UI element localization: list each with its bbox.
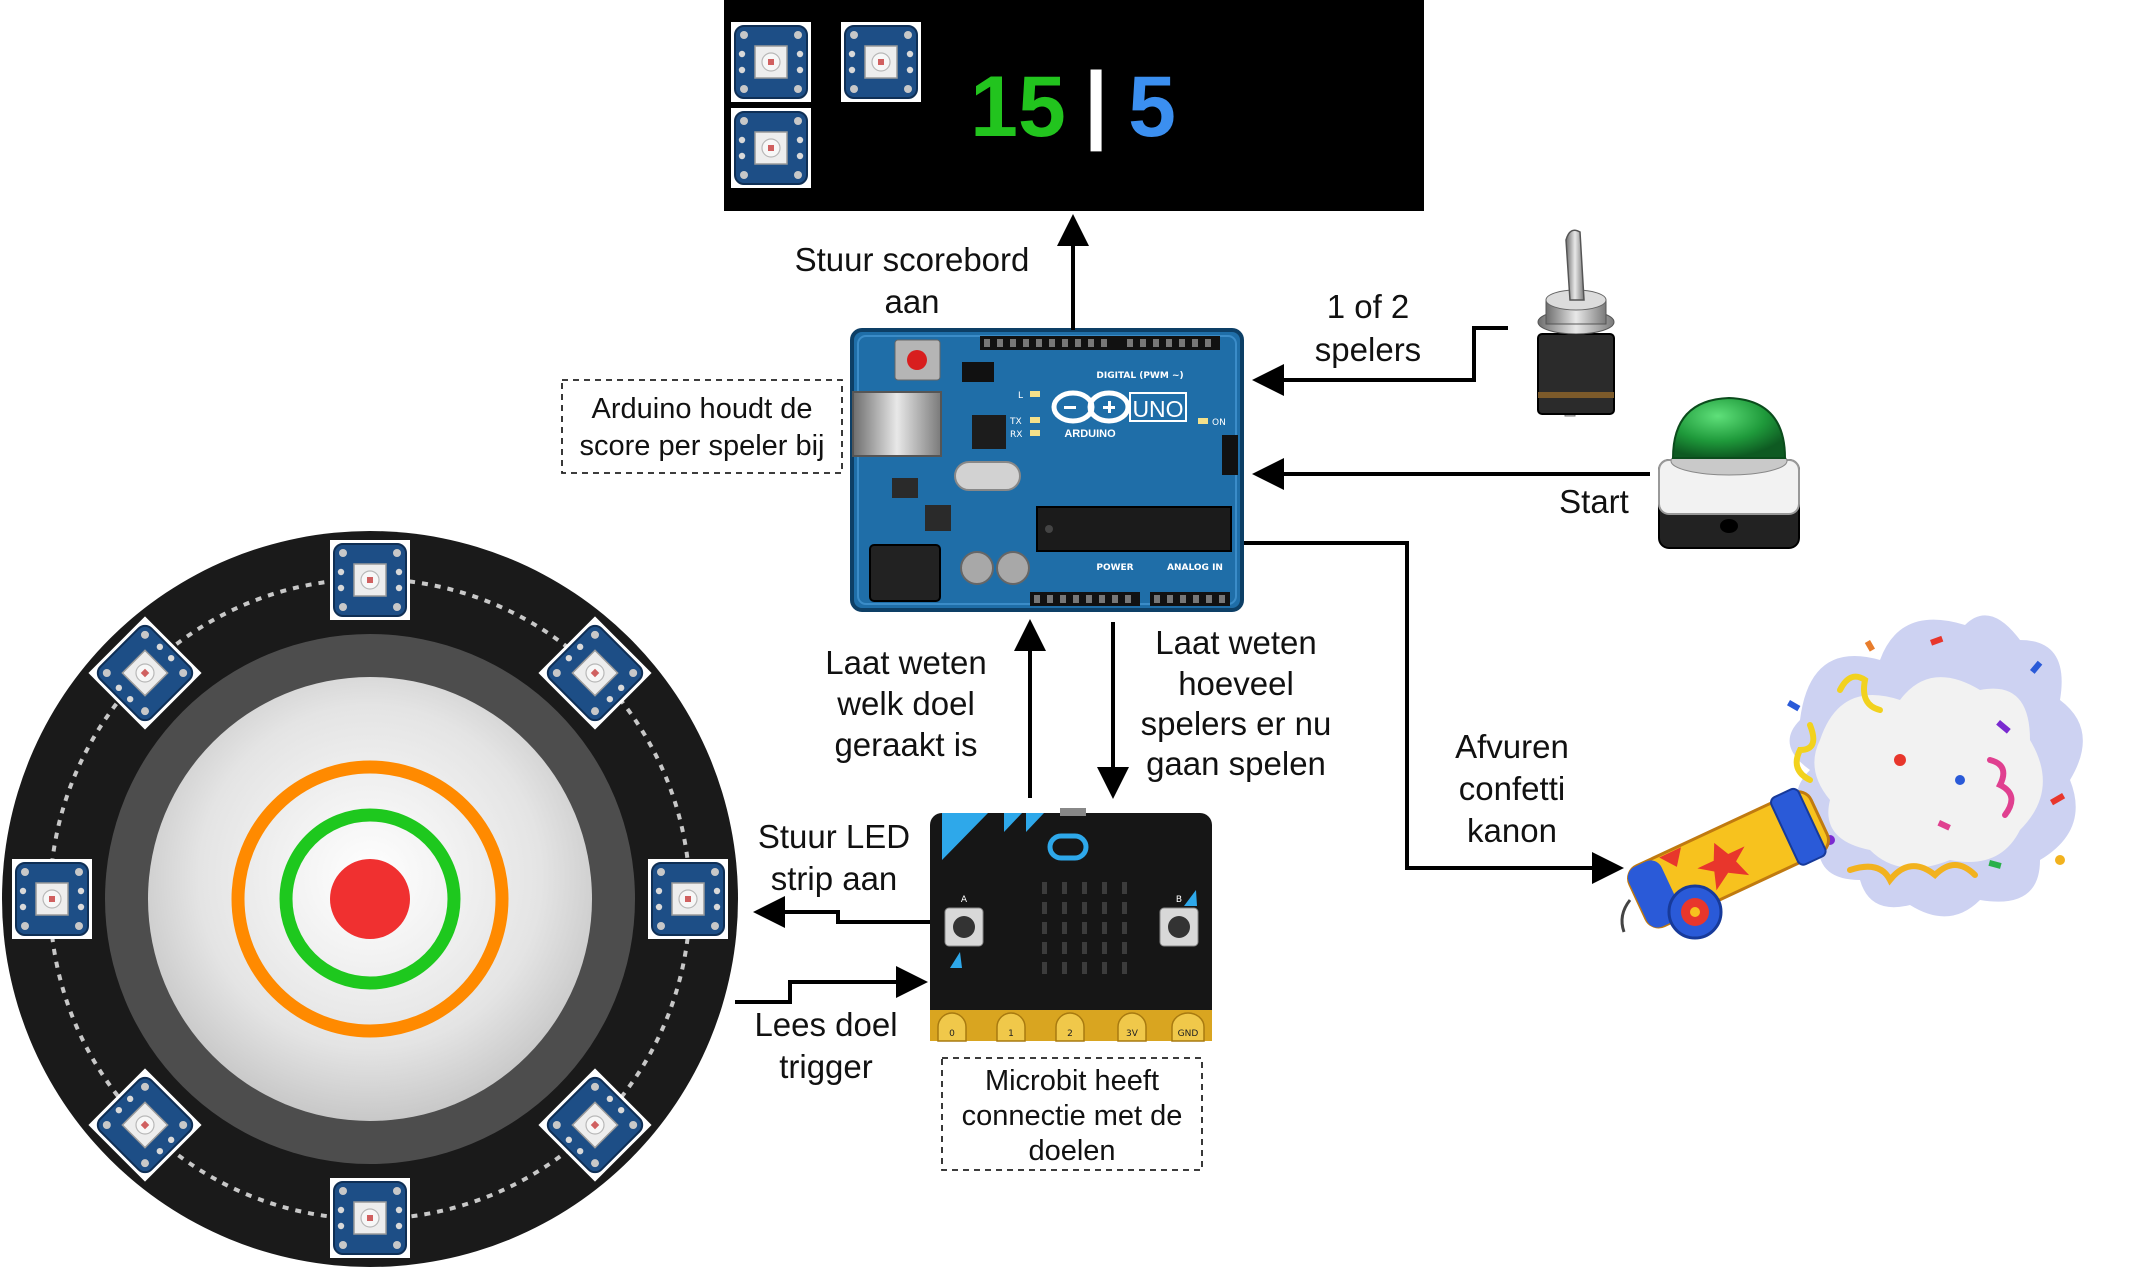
arrow-target-to-microbit	[735, 982, 922, 1002]
arrow-microbit-to-ledstrip	[759, 912, 936, 922]
usb-connector	[853, 392, 941, 456]
pin-1-label: 1	[1008, 1029, 1014, 1039]
reset-button	[907, 350, 927, 370]
led-module-icon	[330, 1178, 410, 1258]
label-players-line2: spelers	[1315, 331, 1421, 368]
pin-2-label: 2	[1067, 1029, 1073, 1039]
label-led-line1: Stuur LED	[758, 818, 910, 855]
confetti-cannon-icon	[1622, 615, 2083, 938]
button-a-label: A	[961, 895, 968, 905]
label-players-line1: 1 of 2	[1327, 288, 1410, 325]
label-trigger-line2: trigger	[779, 1048, 873, 1085]
label-trigger-line1: Lees doel	[754, 1006, 897, 1043]
scoreboard-panel	[724, 0, 1424, 211]
button-b	[1160, 908, 1198, 946]
power-header-label: POWER	[1096, 563, 1133, 573]
led-module-icon	[731, 108, 811, 188]
arduino-brand: ARDUINO	[1064, 428, 1116, 440]
led-rx-label: RX	[1010, 430, 1022, 440]
scoreboard: 15 | 5	[724, 0, 1424, 211]
label-confetti-line2: confetti	[1459, 770, 1565, 807]
button-a	[945, 908, 983, 946]
led-module-icon	[841, 22, 921, 102]
label-start: Start	[1559, 483, 1629, 520]
score-player1: 15	[970, 59, 1066, 155]
target-bullseye	[330, 859, 410, 939]
led-module-icon	[731, 22, 811, 102]
led-module-icon	[648, 859, 728, 939]
label-hit-line3: geraakt is	[834, 726, 977, 763]
target	[2, 531, 738, 1267]
score-player2: 5	[1128, 59, 1176, 155]
digital-header-label: DIGITAL (PWM ~)	[1096, 371, 1183, 381]
label-hit-line2: welk doel	[836, 685, 975, 722]
analog-header	[1150, 592, 1230, 606]
button-b-label: B	[1176, 895, 1182, 905]
label-confetti-line1: Afvuren	[1455, 728, 1569, 765]
label-count-line3: spelers er nu	[1141, 705, 1332, 742]
led-module-icon	[12, 859, 92, 939]
microbit-board: A B 0 1 2 3V GND	[930, 808, 1212, 1041]
led-tx-label: TX	[1009, 417, 1022, 427]
green-push-button-icon	[1659, 398, 1799, 548]
label-scoreboard-line2: aan	[884, 283, 939, 320]
arduino-note-line1: Arduino houdt de	[592, 393, 813, 425]
label-scoreboard-line1: Stuur scorebord	[795, 241, 1030, 278]
atmega-chip	[1037, 507, 1231, 551]
score-separator: |	[1084, 55, 1108, 151]
label-count-line1: Laat weten	[1155, 624, 1316, 661]
pin-0-label: 0	[949, 1029, 955, 1039]
power-header	[1030, 592, 1140, 606]
label-count-line2: hoeveel	[1178, 665, 1294, 702]
label-count-line4: gaan spelen	[1146, 745, 1326, 782]
analog-header-label: ANALOG IN	[1167, 563, 1223, 573]
led-module-icon	[330, 540, 410, 620]
microbit-note-line1: Microbit heeft	[985, 1065, 1159, 1097]
microbit-note-line3: doelen	[1028, 1135, 1115, 1167]
toggle-switch-icon	[1538, 230, 1614, 416]
arduino-note-line2: score per speler bij	[580, 430, 825, 462]
pin-gnd-label: GND	[1178, 1029, 1199, 1039]
microbit-note-line2: connectie met de	[962, 1100, 1183, 1132]
pin-3v-label: 3V	[1126, 1029, 1139, 1039]
microbit-note: Microbit heeft connectie met de doelen	[942, 1058, 1202, 1170]
label-confetti-line3: kanon	[1467, 812, 1557, 849]
arduino-model: UNO	[1132, 396, 1183, 422]
arduino-note: Arduino houdt de score per speler bij	[562, 380, 842, 473]
led-on-label: ON	[1212, 418, 1226, 428]
led-l-label: L	[1018, 391, 1023, 401]
arduino-uno-board: DIGITAL (PWM ~) L TX RX ON UNO ARDUINO P…	[852, 330, 1242, 610]
label-hit-line1: Laat weten	[825, 644, 986, 681]
label-led-line2: strip aan	[771, 860, 898, 897]
power-jack	[870, 545, 940, 601]
